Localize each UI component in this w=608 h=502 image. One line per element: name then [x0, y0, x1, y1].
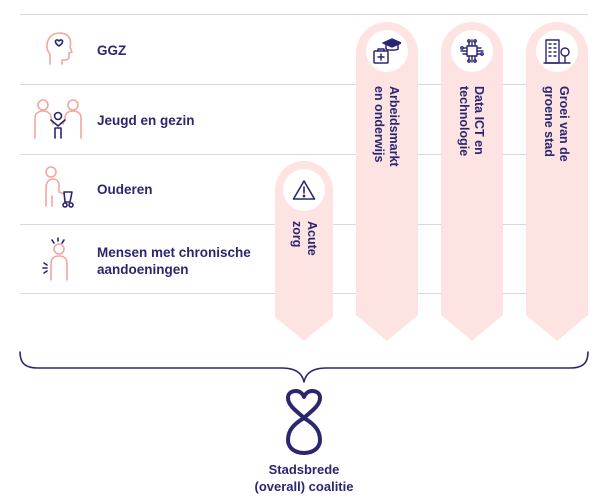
graduation-medical-icon — [373, 38, 401, 64]
warning-icon — [292, 180, 316, 200]
row-label-jeugd: Jeugd en gezin — [97, 113, 195, 128]
coalition-label: Stadsbrede (overall) coalitie — [254, 462, 354, 494]
arrow-shape — [441, 22, 503, 341]
graduation-medical-icon-circle — [366, 30, 408, 72]
divider-1 — [20, 84, 588, 85]
building-tree-icon — [543, 39, 571, 64]
arrow-shape — [526, 22, 588, 341]
elderly-walker-icon — [40, 166, 80, 215]
divider-top — [20, 14, 588, 15]
coalition-brace — [19, 351, 589, 383]
row-label-ouderen: Ouderen — [97, 182, 153, 197]
row-label-chronisch: Mensen met chronische aandoeningen — [97, 245, 251, 277]
divider-2 — [20, 154, 588, 155]
head-heart-icon — [44, 30, 74, 71]
family-icon — [31, 98, 85, 145]
circuit-chip-icon — [460, 39, 484, 63]
arrow-shape — [356, 22, 418, 341]
building-tree-icon-circle — [536, 30, 578, 72]
circuit-chip-icon-circle — [451, 30, 493, 72]
row-label-ggz: GGZ — [97, 43, 127, 58]
chronic-person-icon — [40, 236, 78, 287]
warning-icon-circle — [283, 169, 325, 211]
infinity-heart-logo-icon — [286, 389, 322, 455]
